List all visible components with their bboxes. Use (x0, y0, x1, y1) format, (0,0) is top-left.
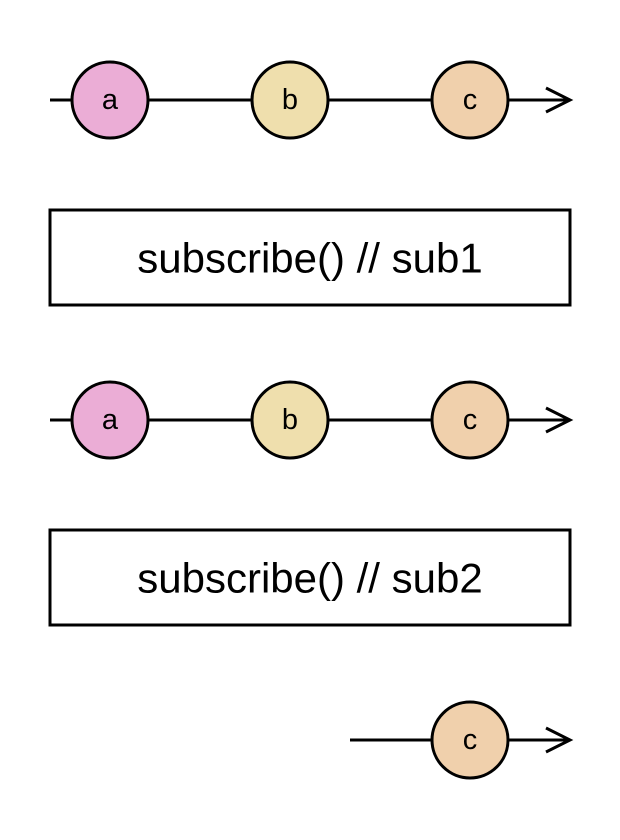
sub1-marble-c: c (430, 380, 510, 460)
sub2-stream: c (350, 700, 574, 780)
source-marble-b: b (250, 60, 330, 140)
sub1-marble-b: b (250, 380, 330, 460)
sub1-arrowhead (545, 406, 574, 434)
source-marble-c-label: c (463, 84, 478, 116)
sub1-marble-a: a (70, 380, 150, 460)
sub1-marble-b-label: b (282, 404, 298, 436)
sub2-arrowhead (545, 726, 574, 754)
operator-box-sub1: subscribe() // sub1 (48, 208, 572, 307)
source-marble-a: a (70, 60, 150, 140)
source-marble-a-label: a (102, 84, 119, 116)
operator-box-sub2-frame (48, 528, 572, 627)
source-marble-b-label: b (282, 84, 298, 116)
sub2-marble-c: c (430, 700, 510, 780)
sub2-marble-c-label: c (463, 724, 478, 756)
source-arrowhead (545, 86, 574, 114)
source-marble-c: c (430, 60, 510, 140)
sub1-marble-c-label: c (463, 404, 478, 436)
operator-label-sub1: subscribe() // sub1 (137, 235, 482, 282)
sub1-marble-a-label: a (102, 404, 119, 436)
operator-box-sub1-frame (48, 208, 572, 307)
operator-label-sub2: subscribe() // sub2 (137, 555, 482, 602)
source-stream: a b c (50, 60, 574, 140)
sub1-stream: a b c (50, 380, 574, 460)
operator-box-sub2: subscribe() // sub2 (48, 528, 572, 627)
